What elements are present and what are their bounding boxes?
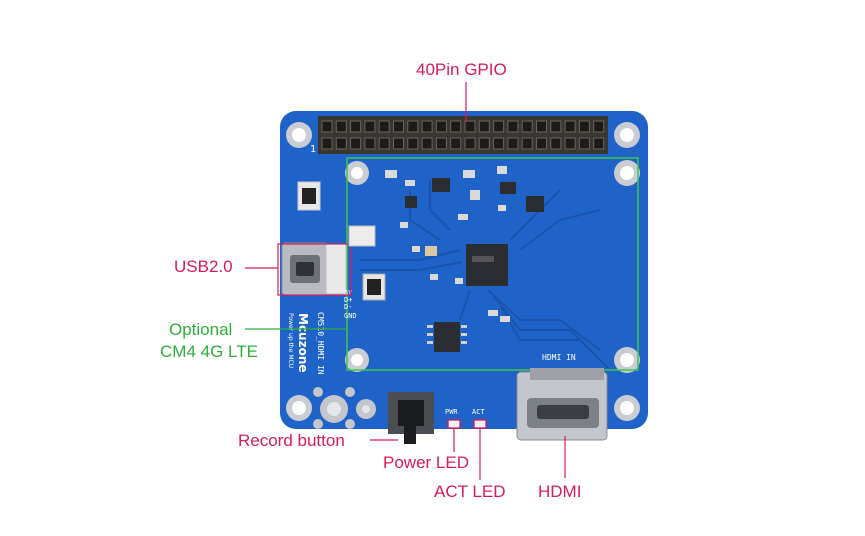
optional-callout-line1: Optional — [169, 320, 233, 339]
gpio-pin — [521, 137, 533, 150]
gpio-pin — [364, 137, 376, 150]
act-silk: ACT — [472, 408, 485, 416]
gpio-pin — [578, 137, 590, 150]
gpio-pin — [550, 137, 562, 150]
gpio-pin — [435, 137, 447, 150]
gpio-pin — [378, 137, 390, 150]
gpio-pin — [478, 137, 490, 150]
gpio-pin — [493, 120, 505, 133]
gpio-pin — [493, 137, 505, 150]
record-button-callout: Record button — [238, 431, 345, 450]
svg-text:D+: D+ — [344, 296, 352, 304]
gpio-pin — [350, 120, 362, 133]
gpio-pin — [593, 137, 605, 150]
usb-side-pins: 5V D+ D- GND — [344, 289, 357, 320]
gpio-pin — [321, 137, 333, 150]
round-pads — [313, 387, 376, 429]
gpio-pin — [464, 137, 476, 150]
usb-highlight — [277, 243, 352, 296]
mounting-holes — [286, 122, 640, 421]
brand-silk: Mcuzone Power up the MCU — [287, 313, 310, 373]
gpio-pin — [536, 137, 547, 150]
gpio-pin — [578, 120, 590, 133]
diode-component — [362, 273, 386, 301]
gpio-pin — [407, 120, 419, 133]
gpio-pin — [350, 137, 362, 150]
gpio-pin — [478, 120, 490, 133]
gpio-pin — [593, 120, 605, 133]
passive-components — [385, 166, 544, 322]
optional-callout-line2: CM4 4G LTE — [160, 342, 258, 361]
pcb-board — [280, 111, 648, 429]
callout-lines — [245, 82, 566, 480]
gpio-pin — [521, 120, 533, 133]
gpio-pin — [450, 137, 462, 150]
gpio-pin — [450, 120, 462, 133]
gpio-pin — [435, 120, 447, 133]
hdmi-in-silk: HDMI IN — [542, 353, 576, 362]
model-name: CM510_HDMI IN — [316, 312, 325, 375]
brand-name: Mcuzone — [296, 313, 310, 373]
hdmi-callout: HDMI — [538, 482, 582, 501]
switch-component — [297, 181, 321, 211]
gpio-pin — [464, 120, 476, 133]
usb-callout: USB2.0 — [174, 257, 233, 276]
gpio-pin — [393, 120, 404, 133]
power-led-callout: Power LED — [383, 453, 469, 472]
cm4-outline — [346, 157, 639, 371]
gpio-pin — [335, 120, 347, 133]
gpio-callout: 40Pin GPIO — [416, 60, 507, 79]
usb-connector — [281, 242, 347, 296]
gpio-pin — [421, 137, 433, 150]
model-silk: CM510_HDMI IN — [316, 312, 325, 375]
gpio-pin — [321, 120, 333, 133]
svg-text:D-: D- — [344, 303, 352, 311]
pin-one-label: 1 — [310, 144, 316, 155]
gpio-pin — [364, 120, 376, 133]
gpio-pin — [550, 120, 562, 133]
gpio-pin — [564, 137, 576, 150]
svg-text:GND: GND — [344, 312, 357, 320]
brand-tagline: Power up the MCU — [287, 313, 294, 368]
gpio-pin — [378, 120, 390, 133]
gpio-pin — [507, 137, 519, 150]
act-led-callout: ACT LED — [434, 482, 506, 501]
svg-text:5V: 5V — [344, 289, 353, 297]
gpio-pin — [536, 120, 547, 133]
hdmi-connector — [516, 368, 608, 441]
gpio-pin — [421, 120, 433, 133]
fpc-connector — [348, 225, 376, 247]
gpio-pin — [407, 137, 419, 150]
main-chip — [466, 244, 508, 286]
soic-chip — [427, 322, 467, 352]
record-button — [388, 392, 434, 444]
pwr-silk: PWR — [445, 408, 458, 416]
gpio-pin — [393, 137, 404, 150]
gpio-pin — [507, 120, 519, 133]
gpio-pin — [564, 120, 576, 133]
gpio-header — [318, 116, 608, 154]
gpio-pin — [335, 137, 347, 150]
